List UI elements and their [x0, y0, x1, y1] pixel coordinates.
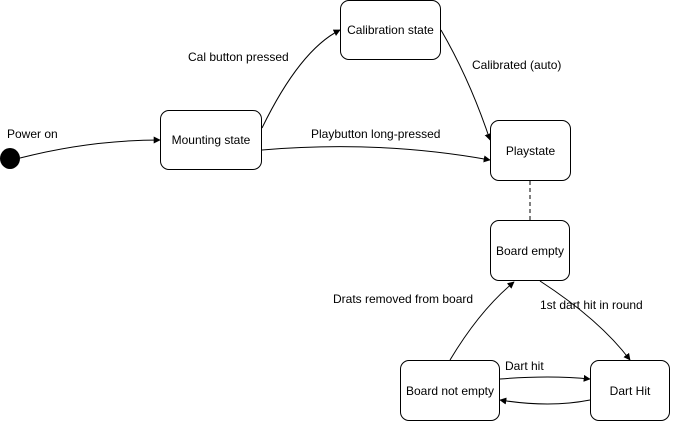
label-play-long: Playbutton long-pressed	[311, 127, 441, 141]
state-board-not-empty[interactable]: Board not empty	[400, 360, 500, 421]
state-playstate[interactable]: Playstate	[490, 120, 571, 181]
label-first-dart: 1st dart hit in round	[540, 298, 643, 312]
label-calibrated: Calibrated (auto)	[472, 58, 562, 72]
state-calibration[interactable]: Calibration state	[340, 0, 441, 60]
edge-darts-removed	[449, 281, 515, 361]
edge-power-on	[19, 136, 161, 159]
label-cal-button: Cal button pressed	[188, 50, 289, 64]
label-dart-hit: Dart hit	[505, 359, 544, 373]
edge-dart-hit-forward	[499, 374, 591, 382]
label-darts-removed: Drats removed from board	[333, 292, 474, 306]
state-dart-hit[interactable]: Dart Hit	[590, 360, 670, 421]
edge-dart-hit-back	[499, 397, 591, 405]
edge-play-long	[261, 146, 491, 163]
edge-calibrated	[440, 29, 492, 141]
state-mounting[interactable]: Mounting state	[160, 110, 262, 170]
initial-label: Power on	[7, 127, 58, 141]
state-board-empty[interactable]: Board empty	[490, 220, 570, 281]
edge-cal-button	[261, 29, 341, 129]
edge-first-dart	[539, 280, 631, 361]
initial-state-dot	[0, 148, 20, 169]
